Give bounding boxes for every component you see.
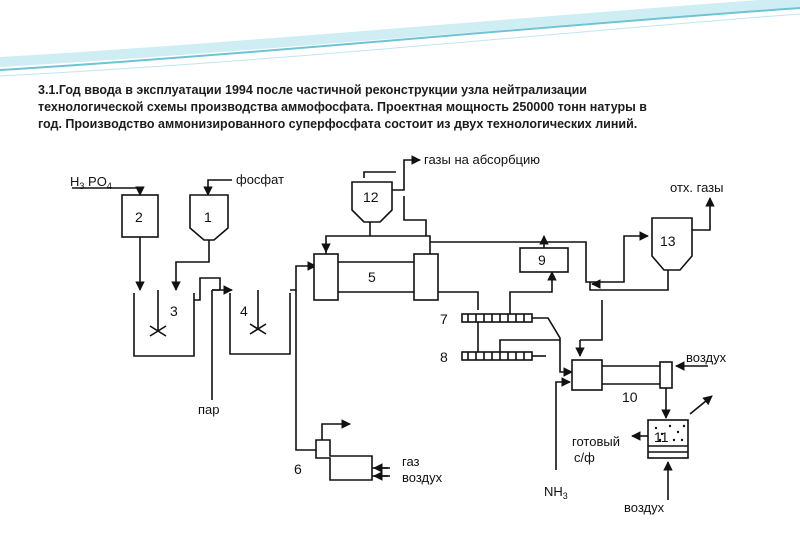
label-unit-9: 9: [538, 252, 546, 268]
label-unit-6: 6: [294, 461, 302, 477]
caption-line-1: 3.1.Год ввода в эксплуатации 1994 после …: [38, 83, 587, 97]
label-unit-1: 1: [204, 209, 212, 225]
unit-13-cyclone: [651, 217, 693, 271]
unit-5-granulator-drum: [313, 253, 339, 301]
label-unit-8: 8: [440, 349, 448, 365]
unit-6-furnace: [315, 439, 373, 481]
unit-3-reactor: [133, 293, 195, 357]
label-gas: газ: [402, 454, 420, 469]
unit-4-reactor: [229, 293, 291, 355]
label-unit-7: 7: [440, 311, 448, 327]
unit-12-cyclone: [351, 181, 393, 223]
label-unit-12: 12: [363, 189, 379, 205]
granules-pattern: [654, 424, 686, 442]
unit-8-screen: [461, 351, 533, 361]
label-finished-line1: готовый: [572, 434, 620, 449]
caption-text: 3.1.Год ввода в эксплуатации 1994 после …: [38, 82, 768, 133]
label-unit-11: 11: [654, 429, 669, 445]
unit-7-screen: [461, 313, 533, 323]
unit-1-hopper: [189, 194, 229, 241]
caption-line-3: год. Производство аммонизированного супе…: [38, 117, 638, 131]
label-off-gases: отх. газы: [670, 180, 723, 195]
label-phosphate: фосфат: [236, 172, 284, 187]
label-unit-10: 10: [622, 389, 638, 405]
unit-10-neutralizer: [571, 359, 603, 391]
label-nh3: NH3: [544, 484, 568, 501]
label-unit-4: 4: [240, 303, 248, 319]
label-air-right: воздух: [686, 350, 727, 365]
caption-line-2: технологической схемы производства аммоф…: [38, 100, 647, 114]
label-air-bottom: воздух: [624, 500, 665, 515]
label-unit-2: 2: [135, 209, 143, 225]
label-gases-absorption: газы на абсорбцию: [424, 152, 540, 167]
label-air-furnace: воздух: [402, 470, 443, 485]
label-unit-13: 13: [660, 233, 676, 249]
label-finished-line2: с/ф: [574, 450, 595, 465]
decorative-header-swoosh: [0, 0, 800, 80]
label-unit-5: 5: [368, 269, 376, 285]
label-steam: пар: [198, 402, 220, 417]
label-h3po4: H3 PO4: [70, 174, 112, 191]
label-unit-3: 3: [170, 303, 178, 319]
